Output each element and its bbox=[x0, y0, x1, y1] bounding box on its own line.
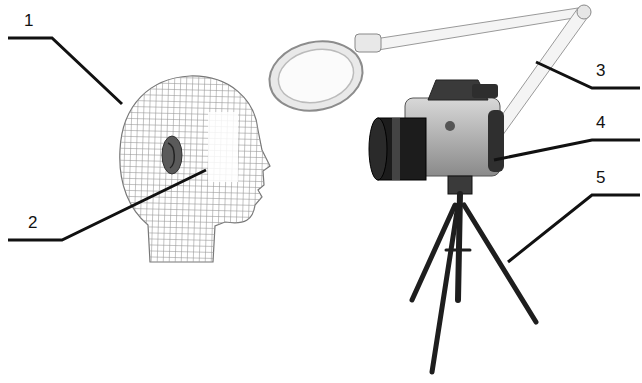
wire-line bbox=[110, 76, 280, 80]
wire-line bbox=[247, 70, 253, 270]
head-wireframe bbox=[109, 70, 280, 272]
wire-line bbox=[181, 70, 187, 270]
wire-grid bbox=[109, 70, 280, 272]
cheek-highlight bbox=[208, 112, 238, 182]
callout-number: 4 bbox=[596, 114, 605, 131]
leader-lines bbox=[8, 38, 640, 262]
camera-grip bbox=[488, 110, 504, 172]
wire-line bbox=[110, 124, 280, 128]
wire-line bbox=[110, 166, 280, 170]
wire-line bbox=[110, 112, 280, 116]
leader-line bbox=[8, 170, 206, 240]
wire-line bbox=[133, 70, 139, 270]
wire-line bbox=[110, 100, 280, 104]
callout-number: 3 bbox=[596, 62, 605, 79]
wire-line bbox=[110, 250, 280, 254]
lens-front bbox=[369, 118, 387, 180]
wire-line bbox=[110, 142, 280, 146]
callout-number: 2 bbox=[28, 214, 37, 231]
wire-line bbox=[139, 70, 145, 270]
camera bbox=[369, 80, 504, 180]
lens-ring bbox=[392, 118, 400, 180]
camera-dial bbox=[472, 84, 498, 98]
wire-line bbox=[110, 88, 280, 92]
leader-line bbox=[8, 38, 122, 104]
wire-line bbox=[110, 94, 280, 98]
wire-line bbox=[110, 82, 280, 86]
wire-line bbox=[110, 214, 280, 218]
wire-line bbox=[110, 70, 280, 74]
wire-line bbox=[187, 70, 193, 270]
tripod-leg bbox=[432, 205, 458, 372]
lamp-lens bbox=[273, 43, 358, 110]
wire-line bbox=[110, 148, 280, 152]
lamp-hinge bbox=[355, 34, 381, 52]
tripod bbox=[412, 176, 536, 372]
wire-line bbox=[253, 70, 259, 270]
wire-line bbox=[265, 70, 271, 270]
leader-line bbox=[536, 62, 640, 88]
wire-line bbox=[110, 268, 280, 272]
wire-line bbox=[110, 238, 280, 242]
ear bbox=[162, 136, 182, 174]
lamp-ring bbox=[263, 33, 369, 119]
wire-line bbox=[109, 70, 115, 270]
wire-line bbox=[110, 136, 280, 140]
camera-button bbox=[445, 121, 455, 131]
tripod-clamp bbox=[446, 249, 470, 252]
wire-line bbox=[157, 70, 163, 270]
callout-number: 5 bbox=[596, 169, 605, 186]
wire-line bbox=[110, 232, 280, 236]
wire-line bbox=[110, 130, 280, 134]
wire-line bbox=[110, 256, 280, 260]
lamp-joint bbox=[577, 5, 591, 19]
wire-line bbox=[241, 70, 247, 270]
wire-line bbox=[110, 220, 280, 224]
wire-line bbox=[193, 70, 199, 270]
wire-line bbox=[127, 70, 133, 270]
wire-line bbox=[110, 244, 280, 248]
leader-line bbox=[508, 195, 640, 262]
wire-line bbox=[145, 70, 151, 270]
wire-line bbox=[110, 226, 280, 230]
wire-line bbox=[259, 70, 265, 270]
wire-line bbox=[110, 160, 280, 164]
wire-line bbox=[110, 106, 280, 110]
wire-line bbox=[110, 154, 280, 158]
leader-line bbox=[494, 140, 640, 160]
wire-line bbox=[151, 70, 157, 270]
wire-line bbox=[110, 118, 280, 122]
wire-line bbox=[121, 70, 127, 270]
tripod-leg bbox=[464, 205, 536, 322]
ear-fold bbox=[168, 143, 174, 168]
wire-line bbox=[110, 262, 280, 266]
callout-number: 1 bbox=[24, 12, 33, 29]
